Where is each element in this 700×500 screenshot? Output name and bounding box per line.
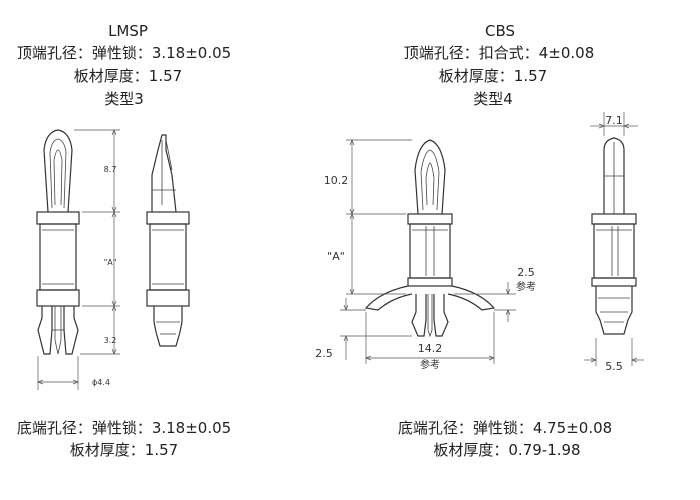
cbs-dim-width: 14.2 [418,342,443,355]
lmsp-dimension-lines [37,129,120,390]
right-bottom-spec: 底端孔径：弹性锁：4.75±0.08 [397,419,613,437]
right-model-title: CBS [484,22,516,40]
cbs-dim-left: 2.5 [315,347,333,360]
cbs-dim-width-note: 参考 [420,358,440,371]
left-top-spec: 顶端孔径：弹性锁：3.18±0.05 [16,44,232,62]
right-bottom-thickness: 板材厚度：0.79-1.98 [433,441,581,459]
cbs-dim-ref1: 2.5 [517,266,535,279]
lmsp-front-view [36,129,80,355]
left-type-label: 类型3 [104,90,144,108]
right-top-thickness: 板材厚度：1.57 [438,67,548,85]
left-bottom-thickness: 板材厚度：1.57 [69,441,179,459]
cbs-side-dimension-lines [584,112,644,366]
cbs-dimension-lines [340,139,516,364]
right-type-label: 类型4 [473,90,513,108]
lmsp-dim-h1: 8.7 [104,165,117,174]
cbs-side-dim-bottom: 5.5 [605,360,623,373]
left-top-thickness: 板材厚度：1.57 [73,67,183,85]
lmsp-dim-a: "A" [104,258,117,267]
lmsp-side-view [146,134,190,347]
cbs-dim-a: "A" [327,250,345,263]
cbs-side-dim-top: 7.1 [605,114,623,127]
cbs-dim-ref1-note: 参考 [516,280,536,293]
lmsp-dim-dia: ϕ4.4 [92,378,110,387]
left-bottom-spec: 底端孔径：弹性锁：3.18±0.05 [16,419,232,437]
left-model-title: LMSP [108,22,148,40]
right-top-spec: 顶端孔径：扣合式：4±0.08 [403,44,595,62]
cbs-dim-h1: 10.2 [324,174,349,187]
cbs-side-view [591,137,637,335]
cbs-front-view [364,139,496,338]
lmsp-dim-h2: 3.2 [104,336,117,345]
